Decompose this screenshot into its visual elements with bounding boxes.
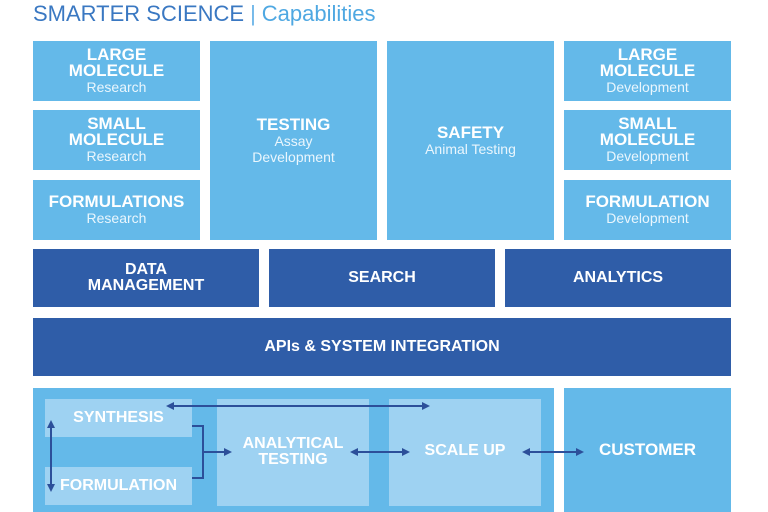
search-box: SEARCH: [269, 249, 495, 307]
box-description: Development: [606, 148, 689, 164]
box-heading: FORMULATIONS: [48, 192, 185, 211]
formulation-label: FORMULATION: [59, 477, 177, 494]
customer-box: CUSTOMER: [564, 388, 731, 512]
box-description: Research: [86, 148, 147, 164]
apis-system-integration-bar: APIs & SYSTEM INTEGRATION: [33, 318, 731, 376]
box-description: Development: [606, 210, 689, 226]
box-description: Research: [86, 79, 147, 95]
bracket-line: [192, 425, 204, 479]
formulations-research-box: FORMULATIONS Research: [33, 180, 200, 240]
formulation-development-box: FORMULATION Development: [564, 180, 731, 240]
analytical-testing-box: [217, 399, 369, 506]
title-subtitle: Capabilities: [261, 1, 376, 26]
box-heading: SEARCH: [348, 269, 416, 286]
title-separator: |: [250, 1, 256, 26]
box-heading: SAFETY: [436, 122, 505, 142]
diagram-title: SMARTER SCIENCE|Capabilities: [33, 0, 376, 28]
box-description: Development: [606, 79, 689, 95]
analytics-box: ANALYTICS: [505, 249, 731, 307]
box-heading: TESTING: [256, 114, 331, 134]
safety-animal-testing-box: SAFETY Animal Testing: [387, 41, 554, 240]
box-heading: FORMULATION: [585, 192, 710, 211]
box-heading: CUSTOMER: [599, 440, 696, 459]
formulation-box: [45, 467, 192, 505]
scale-up-box: [389, 399, 541, 506]
box-heading: APIs & SYSTEM INTEGRATION: [264, 338, 500, 355]
scale-up-label: SCALE UP: [424, 442, 506, 459]
box-description: Animal Testing: [425, 140, 516, 157]
synthesis-label: SYNTHESIS: [73, 409, 164, 426]
title-main: SMARTER SCIENCE: [33, 1, 245, 26]
box-heading: ANALYTICS: [572, 269, 664, 286]
box-description: Research: [86, 210, 147, 226]
